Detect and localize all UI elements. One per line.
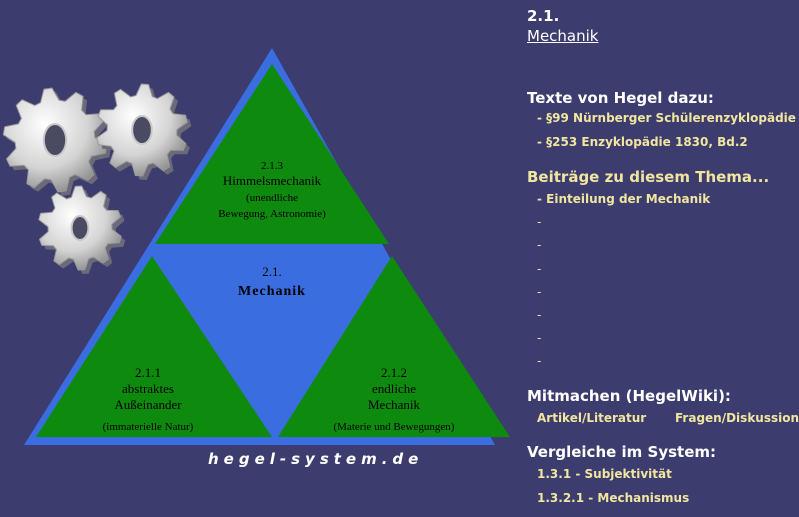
beitrag-placeholder: - [537,354,542,368]
gears-icon [2,83,192,274]
texte-link-2[interactable]: - §253 Enzyklopädie 1830, Bd.2 [537,135,748,149]
beitrag-placeholder: - [537,238,542,252]
vergleiche-link-1[interactable]: 1.3.1 - Subjektivität [537,467,672,481]
left-title-1[interactable]: abstraktes [122,381,174,396]
site-label[interactable]: hegel-system.de [208,450,424,468]
left-number: 2.1.1 [135,365,161,380]
texte-heading: Texte von Hegel dazu: [527,89,714,107]
beitrag-link-1[interactable]: - Einteilung der Mechanik [537,192,711,206]
top-title[interactable]: Himmelsmechanik [223,173,322,188]
right-detail: (Materie und Bewegungen) [334,421,455,433]
beitraege-heading[interactable]: Beiträge zu diesem Thema... [527,168,770,186]
right-triangle[interactable] [278,256,510,437]
info-panel: 2.1. Mechanik Texte von Hegel dazu: - §9… [527,6,799,505]
wiki-fragen-link[interactable]: Fragen/Diskussion [675,411,799,425]
vergleiche-link-2[interactable]: 1.3.2.1 - Mechanismus [537,491,690,505]
right-number: 2.1.2 [381,365,407,380]
texte-link-1[interactable]: - §99 Nürnberger Schülerenzyklopädie [537,111,796,125]
center-number: 2.1. [262,264,282,279]
top-detail-1: (unendliche [246,192,298,204]
vergleiche-heading: Vergleiche im System: [527,443,716,461]
mitmachen-heading: Mitmachen (HegelWiki): [527,387,731,405]
right-title-2[interactable]: Mechanik [368,397,420,412]
left-title-2[interactable]: Außeinander [114,397,182,412]
left-triangle[interactable] [36,256,272,437]
section-title-link[interactable]: Mechanik [527,27,599,45]
wiki-artikel-link[interactable]: Artikel/Literatur [537,411,647,425]
top-number: 2.1.3 [261,160,284,172]
top-detail-2: Bewegung, Astronomie) [218,208,326,220]
left-detail: (immaterielle Natur) [103,421,194,433]
section-number: 2.1. [527,7,560,25]
beitrag-placeholder: - [537,308,542,322]
beitrag-placeholder: - [537,331,542,345]
beitrag-placeholder: - [537,285,542,299]
top-triangle[interactable] [155,64,389,244]
hegel-triangle-diagram: 2.1.3 Himmelsmechanik (unendliche Bewegu… [2,48,510,445]
center-title[interactable]: Mechanik [238,284,306,299]
beitrag-placeholder: - [537,262,542,276]
right-title-1[interactable]: endliche [372,381,416,396]
beitrag-placeholder: - [537,215,542,229]
